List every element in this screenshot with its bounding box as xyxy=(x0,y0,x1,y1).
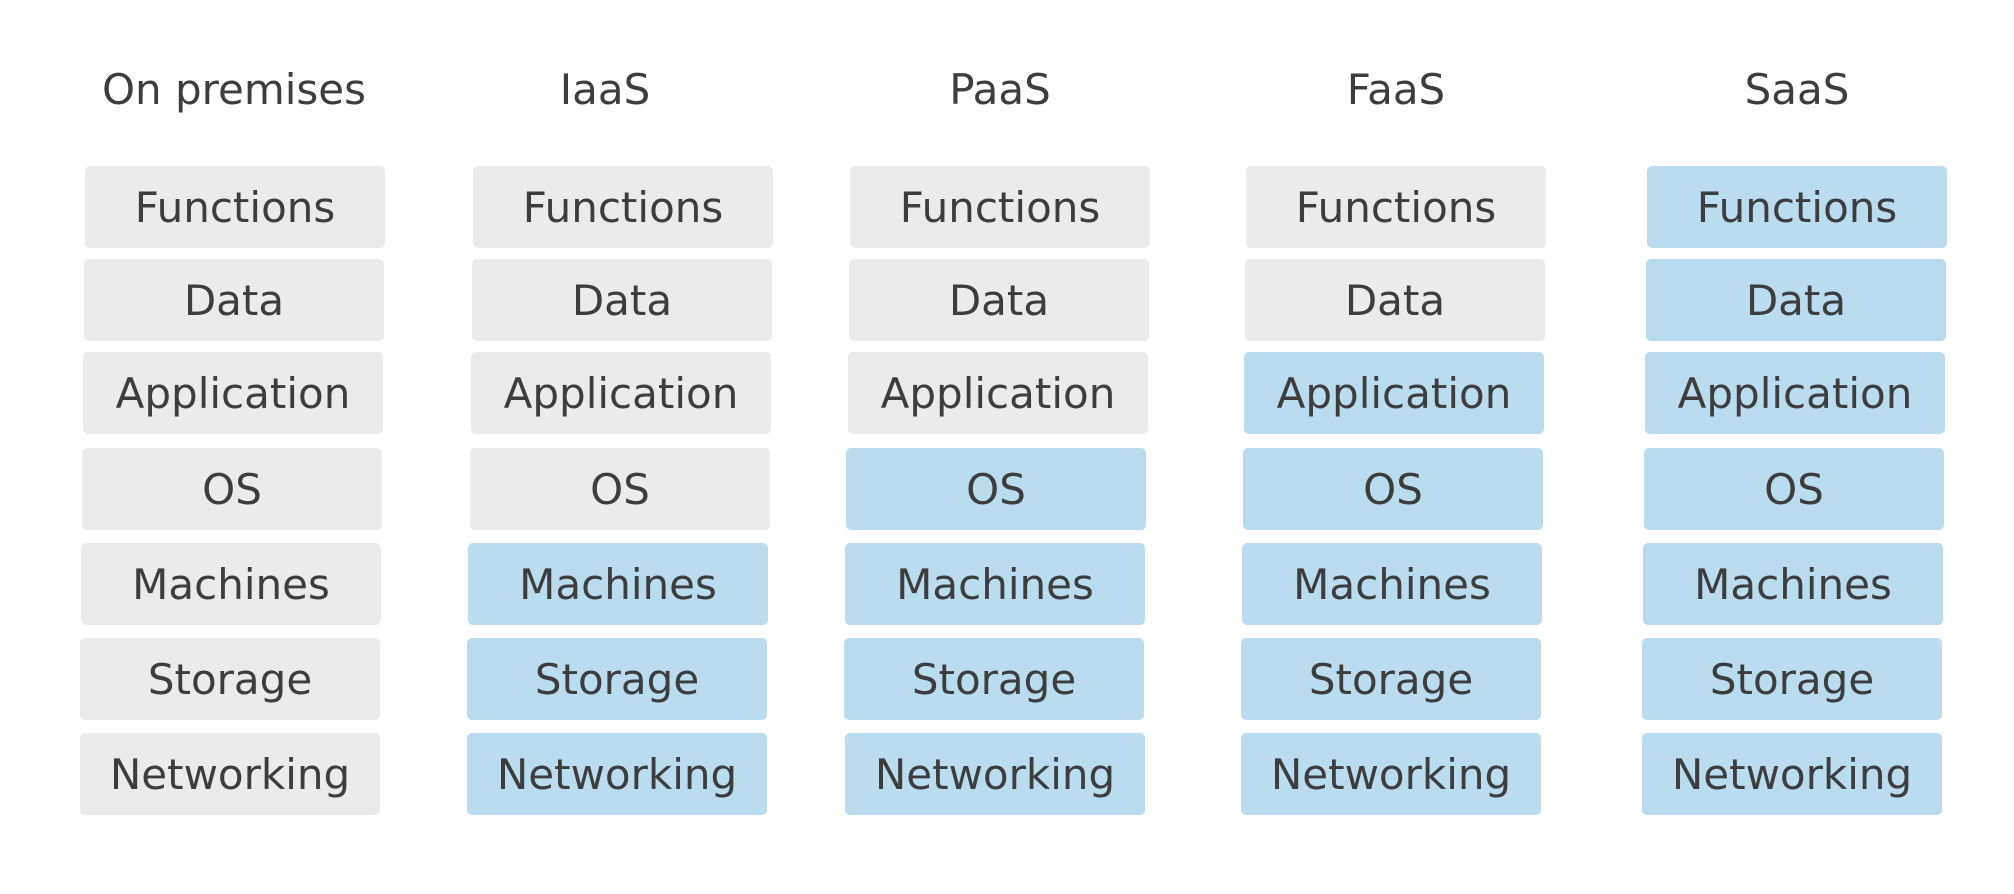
layer-networking: Networking xyxy=(467,733,767,815)
layer-storage: Storage xyxy=(1642,638,1942,720)
column-title: IaaS xyxy=(559,65,651,114)
column-title: PaaS xyxy=(949,65,1051,114)
layer-machines: Machines xyxy=(1643,543,1943,625)
layer-functions: Functions xyxy=(1246,166,1546,248)
layer-networking: Networking xyxy=(80,733,380,815)
layer-functions: Functions xyxy=(850,166,1150,248)
layer-functions: Functions xyxy=(473,166,773,248)
layer-application: Application xyxy=(1645,352,1945,434)
layer-data: Data xyxy=(1646,259,1946,341)
layer-data: Data xyxy=(849,259,1149,341)
layer-os: OS xyxy=(1243,448,1543,530)
layer-networking: Networking xyxy=(1642,733,1942,815)
layer-functions: Functions xyxy=(1647,166,1947,248)
layer-os: OS xyxy=(1644,448,1944,530)
layer-machines: Machines xyxy=(81,543,381,625)
layer-data: Data xyxy=(84,259,384,341)
layer-storage: Storage xyxy=(844,638,1144,720)
layer-data: Data xyxy=(472,259,772,341)
layer-networking: Networking xyxy=(1241,733,1541,815)
layer-application: Application xyxy=(83,352,383,434)
layer-storage: Storage xyxy=(80,638,380,720)
column-title: SaaS xyxy=(1744,65,1850,114)
layer-machines: Machines xyxy=(1242,543,1542,625)
layer-machines: Machines xyxy=(845,543,1145,625)
column-title: On premises xyxy=(101,65,367,114)
layer-machines: Machines xyxy=(468,543,768,625)
layer-os: OS xyxy=(82,448,382,530)
column-title: FaaS xyxy=(1346,65,1446,114)
layer-application: Application xyxy=(471,352,771,434)
layer-storage: Storage xyxy=(1241,638,1541,720)
layer-functions: Functions xyxy=(85,166,385,248)
layer-application: Application xyxy=(848,352,1148,434)
layer-networking: Networking xyxy=(845,733,1145,815)
layer-application: Application xyxy=(1244,352,1544,434)
layer-storage: Storage xyxy=(467,638,767,720)
layer-data: Data xyxy=(1245,259,1545,341)
layer-os: OS xyxy=(470,448,770,530)
layer-os: OS xyxy=(846,448,1146,530)
